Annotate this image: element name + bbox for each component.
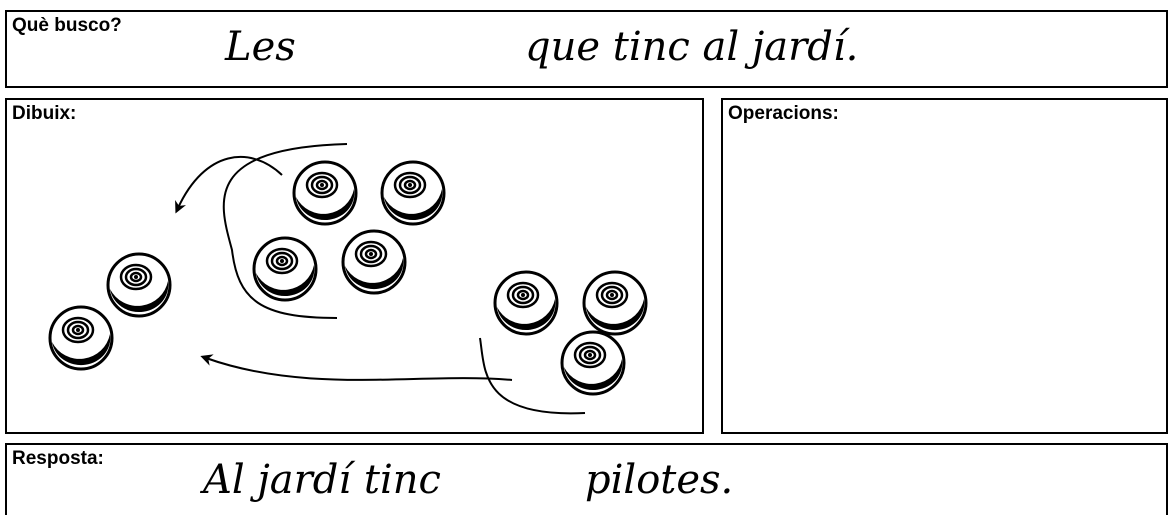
question-section: Què busco? Les que tinc al jardí. (5, 10, 1168, 88)
ball-icon (582, 270, 648, 336)
drawing-label: Dibuix: (12, 103, 77, 124)
arrow-top (175, 155, 283, 214)
group-bracket-bottom (479, 337, 586, 415)
answer-text-start: Al jardí tinc (203, 457, 441, 503)
arrow-bottom (200, 354, 513, 381)
ball-icon (380, 160, 446, 226)
ball-icon (341, 229, 407, 295)
ball-icon (106, 252, 172, 318)
question-text-start: Les (225, 24, 296, 70)
answer-label: Resposta: (12, 448, 104, 469)
answer-section: Resposta: Al jardí tinc pilotes. (5, 443, 1168, 515)
ball-icon (252, 236, 318, 302)
ball-icon (560, 330, 626, 396)
operations-label: Operacions: (728, 103, 839, 124)
ball-icon (292, 160, 358, 226)
ball-icon (493, 270, 559, 336)
answer-text-end: pilotes. (585, 457, 734, 503)
group-bracket-top (222, 143, 348, 319)
question-label: Què busco? (12, 15, 122, 36)
operations-section: Operacions: (721, 98, 1168, 434)
question-text-end: que tinc al jardí. (525, 24, 859, 70)
balls-layer (48, 160, 648, 396)
ball-icon (48, 305, 114, 371)
